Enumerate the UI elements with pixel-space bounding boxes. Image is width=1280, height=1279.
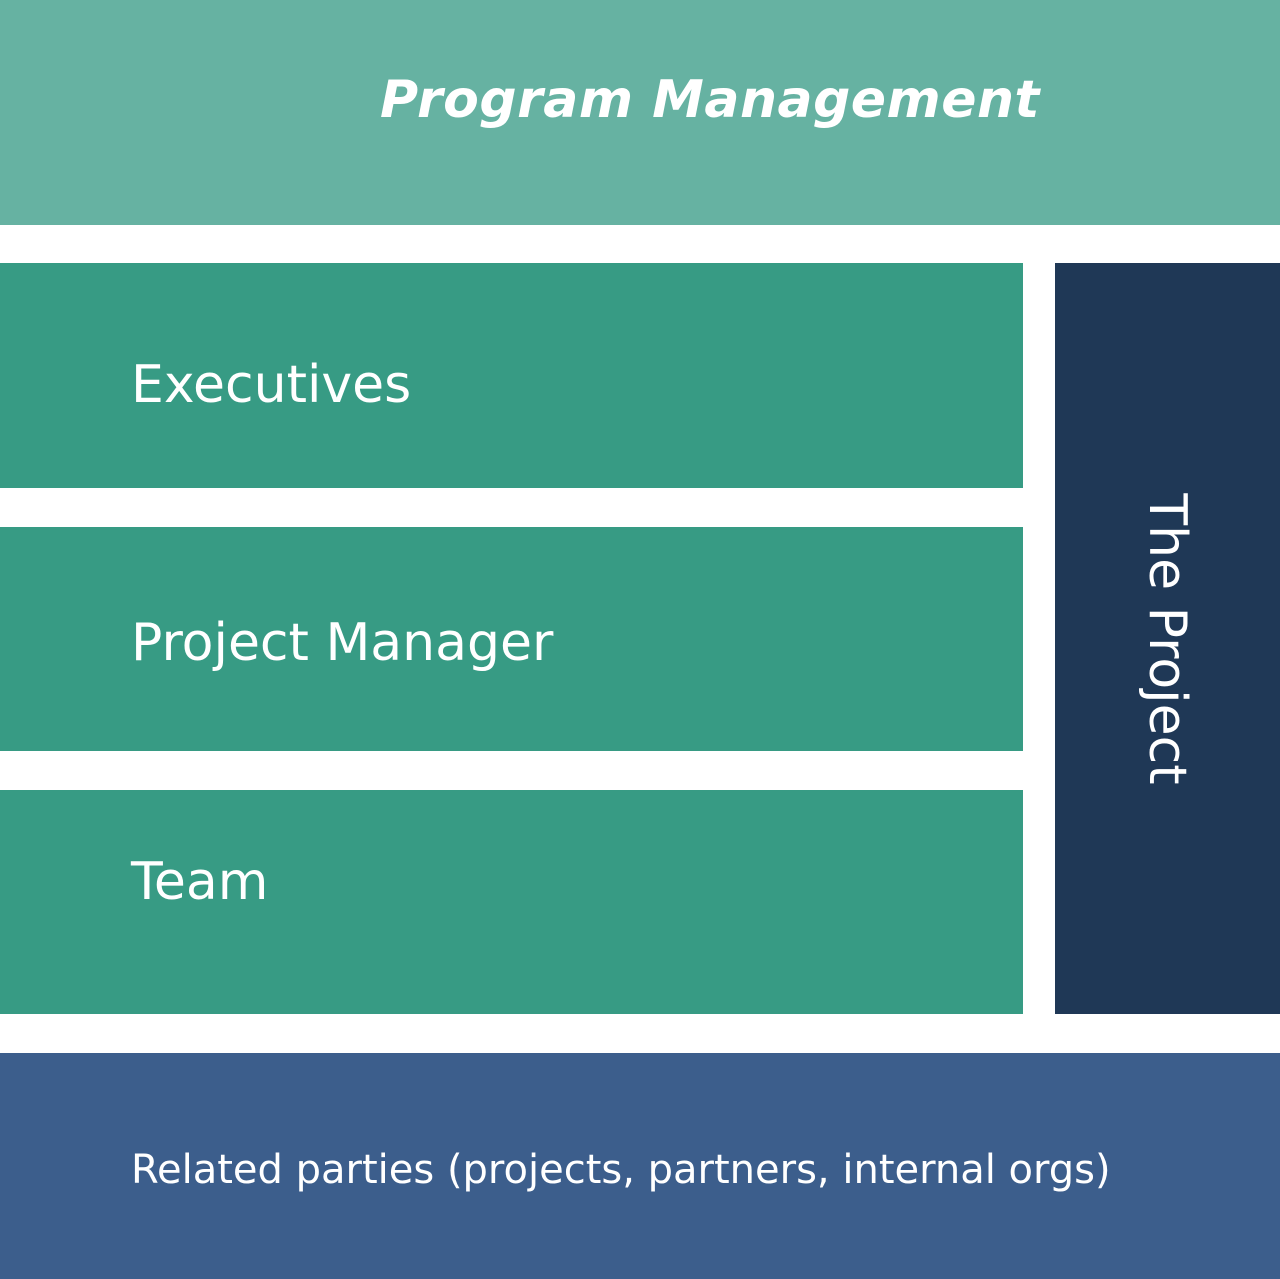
executives-block: Executives bbox=[0, 263, 1023, 488]
related-parties-block: Related parties (projects, partners, int… bbox=[0, 1053, 1280, 1279]
project-manager-label: Project Manager bbox=[131, 613, 554, 673]
program-management-block: Program Management bbox=[0, 0, 1280, 225]
team-block: Team bbox=[0, 790, 1023, 1014]
team-label: Team bbox=[131, 852, 269, 912]
the-project-block: The Project bbox=[1055, 263, 1280, 1014]
the-project-label: The Project bbox=[1137, 493, 1197, 785]
program-management-label: Program Management bbox=[380, 70, 1040, 130]
project-manager-block: Project Manager bbox=[0, 527, 1023, 751]
executives-label: Executives bbox=[131, 355, 412, 415]
related-parties-label: Related parties (projects, partners, int… bbox=[131, 1147, 1111, 1193]
